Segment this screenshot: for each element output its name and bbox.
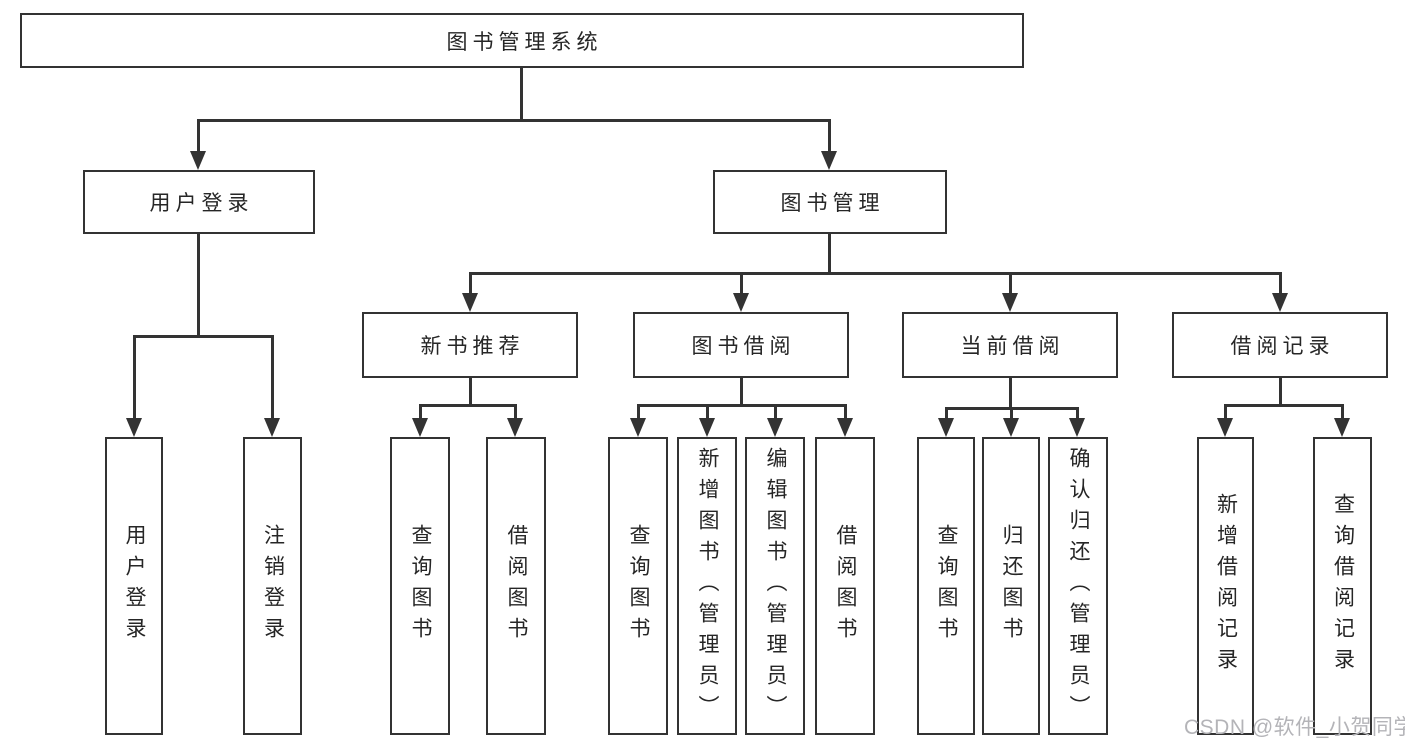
connector-line (133, 335, 136, 419)
connector-line (844, 404, 847, 419)
leaf-add-book-admin: 新增图书（管理员） (677, 437, 737, 735)
connector-line (1009, 378, 1012, 410)
arrow-down-icon (699, 418, 715, 437)
arrow-down-icon (837, 418, 853, 437)
connector-line (637, 404, 640, 419)
connector-line (197, 119, 831, 122)
arrow-down-icon (462, 293, 478, 312)
connector-line (469, 378, 472, 407)
connector-line (945, 407, 948, 419)
connector-line (133, 335, 274, 338)
leaf-query-book-3: 查询图书 (917, 437, 975, 735)
arrow-down-icon (1003, 418, 1019, 437)
connector-line (1010, 407, 1013, 419)
leaf-edit-book-admin: 编辑图书（管理员） (745, 437, 805, 735)
leaf-borrow-book-1: 借阅图书 (486, 437, 546, 735)
arrow-down-icon (630, 418, 646, 437)
connector-line (520, 68, 523, 119)
connector-line (197, 119, 200, 152)
arrow-down-icon (767, 418, 783, 437)
node-book-management: 图书管理 (713, 170, 947, 234)
leaf-query-book-1: 查询图书 (390, 437, 450, 735)
arrow-down-icon (821, 151, 837, 170)
node-new-book-recommend: 新书推荐 (362, 312, 578, 378)
connector-line (419, 404, 517, 407)
arrow-down-icon (1069, 418, 1085, 437)
connector-line (469, 272, 472, 294)
watermark: CSDN @软件_小贺同学 (1184, 716, 1405, 739)
arrow-down-icon (938, 418, 954, 437)
connector-line (419, 404, 422, 419)
connector-line (514, 404, 517, 419)
arrow-down-icon (412, 418, 428, 437)
arrow-down-icon (1217, 418, 1233, 437)
arrow-down-icon (1334, 418, 1350, 437)
leaf-query-borrow-record: 查询借阅记录 (1313, 437, 1372, 735)
connector-line (1076, 407, 1079, 419)
leaf-query-book-2: 查询图书 (608, 437, 668, 735)
leaf-user-login: 用户登录 (105, 437, 163, 735)
leaf-logout-login: 注销登录 (243, 437, 302, 735)
connector-line (828, 234, 831, 275)
connector-line (740, 272, 743, 294)
connector-line (271, 335, 274, 419)
arrow-down-icon (190, 151, 206, 170)
arrow-down-icon (1002, 293, 1018, 312)
leaf-borrow-book-2: 借阅图书 (815, 437, 875, 735)
connector-line (1224, 404, 1227, 419)
arrow-down-icon (507, 418, 523, 437)
connector-line (740, 378, 743, 407)
connector-line (637, 404, 846, 407)
leaf-return-book: 归还图书 (982, 437, 1040, 735)
node-book-borrow: 图书借阅 (633, 312, 849, 378)
leaf-confirm-return-admin: 确认归还（管理员） (1048, 437, 1108, 735)
connector-line (1279, 378, 1282, 407)
connector-line (706, 404, 709, 419)
arrow-down-icon (733, 293, 749, 312)
connector-line (1224, 404, 1343, 407)
leaf-add-borrow-record: 新增借阅记录 (1197, 437, 1254, 735)
node-current-borrow: 当前借阅 (902, 312, 1118, 378)
node-borrow-record: 借阅记录 (1172, 312, 1388, 378)
connector-line (469, 272, 1282, 275)
node-root: 图书管理系统 (20, 13, 1024, 68)
connector-line (828, 119, 831, 152)
connector-line (774, 404, 777, 419)
connector-line (1009, 272, 1012, 294)
arrow-down-icon (264, 418, 280, 437)
arrow-down-icon (1272, 293, 1288, 312)
arrow-down-icon (126, 418, 142, 437)
connector-line (197, 234, 200, 337)
node-user-login: 用户登录 (83, 170, 315, 234)
connector-line (1279, 272, 1282, 294)
connector-line (1341, 404, 1344, 419)
